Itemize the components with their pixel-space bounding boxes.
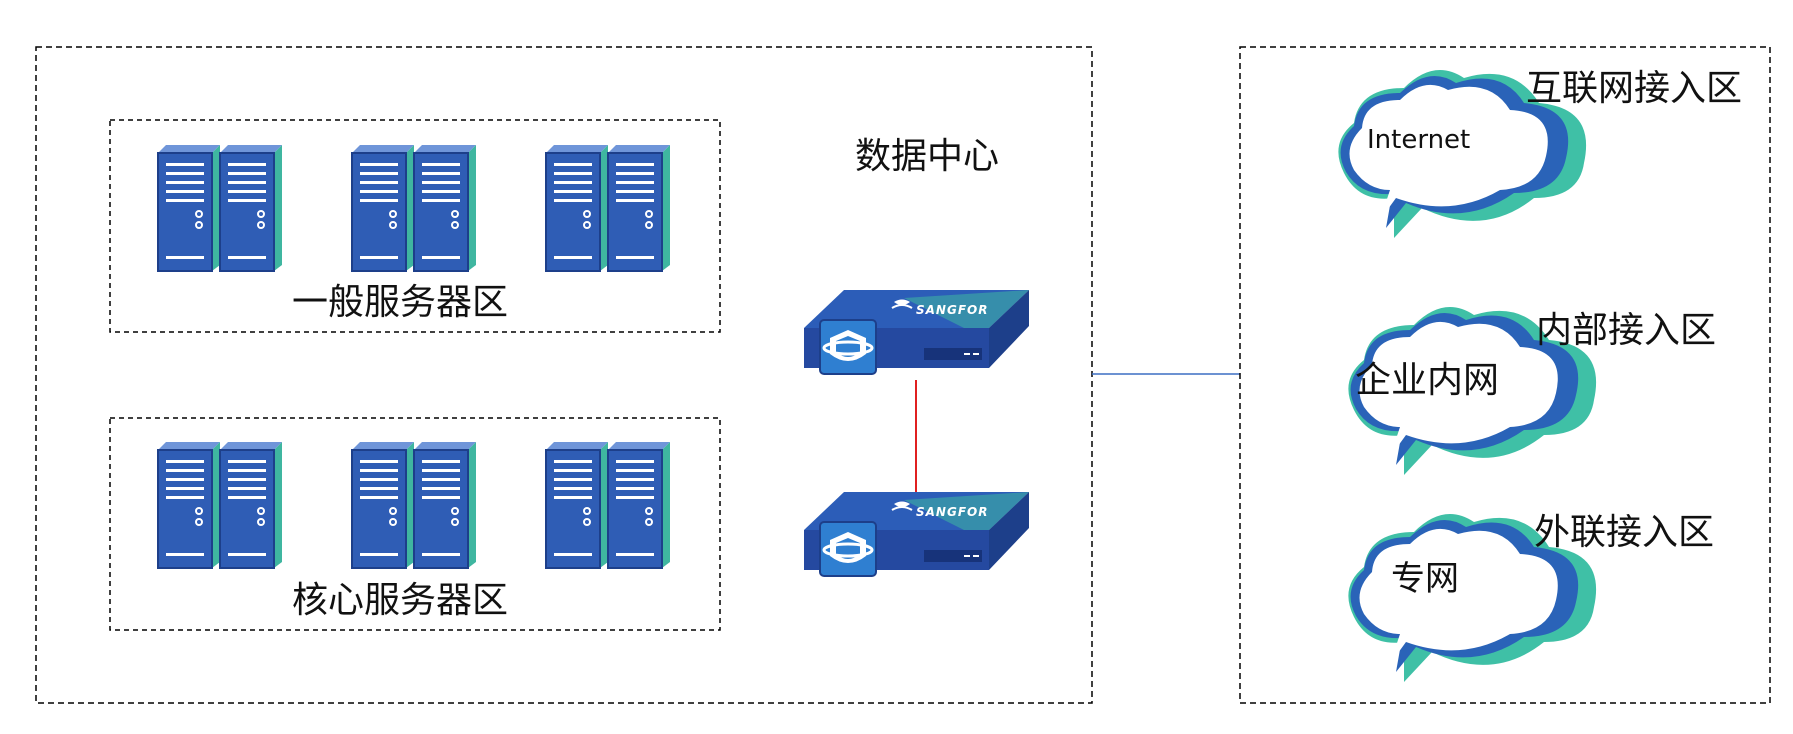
internet-cloud-text: Internet (1367, 125, 1470, 155)
general-server-zone (109, 119, 721, 333)
private-network-cloud-text: 专网 (1391, 559, 1459, 599)
datacenter-title: 数据中心 (855, 136, 999, 177)
firewall-secondary: SANGFOR (802, 490, 1031, 578)
internet-zone-label: 互联网接入区 (1526, 68, 1742, 109)
firewall-brand-primary: SANGFOR (916, 303, 988, 317)
intranet-cloud-text: 企业内网 (1355, 360, 1499, 401)
firewall-brand-secondary: SANGFOR (916, 505, 988, 519)
core-server-zone (109, 417, 721, 631)
server-pair-general-2 (352, 145, 476, 271)
datacenter-boundary (35, 46, 1093, 704)
server-pair-core-3 (546, 442, 670, 568)
server-pair-general-3 (546, 145, 670, 271)
server-pair-general-1 (158, 145, 282, 271)
server-pair-core-2 (352, 442, 476, 568)
external-zone-label: 外联接入区 (1534, 512, 1714, 553)
intranet-zone-label: 内部接入区 (1536, 310, 1716, 351)
server-pair-core-1 (158, 442, 282, 568)
firewall-primary: SANGFOR (802, 288, 1031, 376)
access-boundary (1239, 46, 1771, 704)
general-zone-label: 一般服务器区 (292, 282, 508, 323)
core-zone-label: 核心服务器区 (292, 580, 508, 621)
